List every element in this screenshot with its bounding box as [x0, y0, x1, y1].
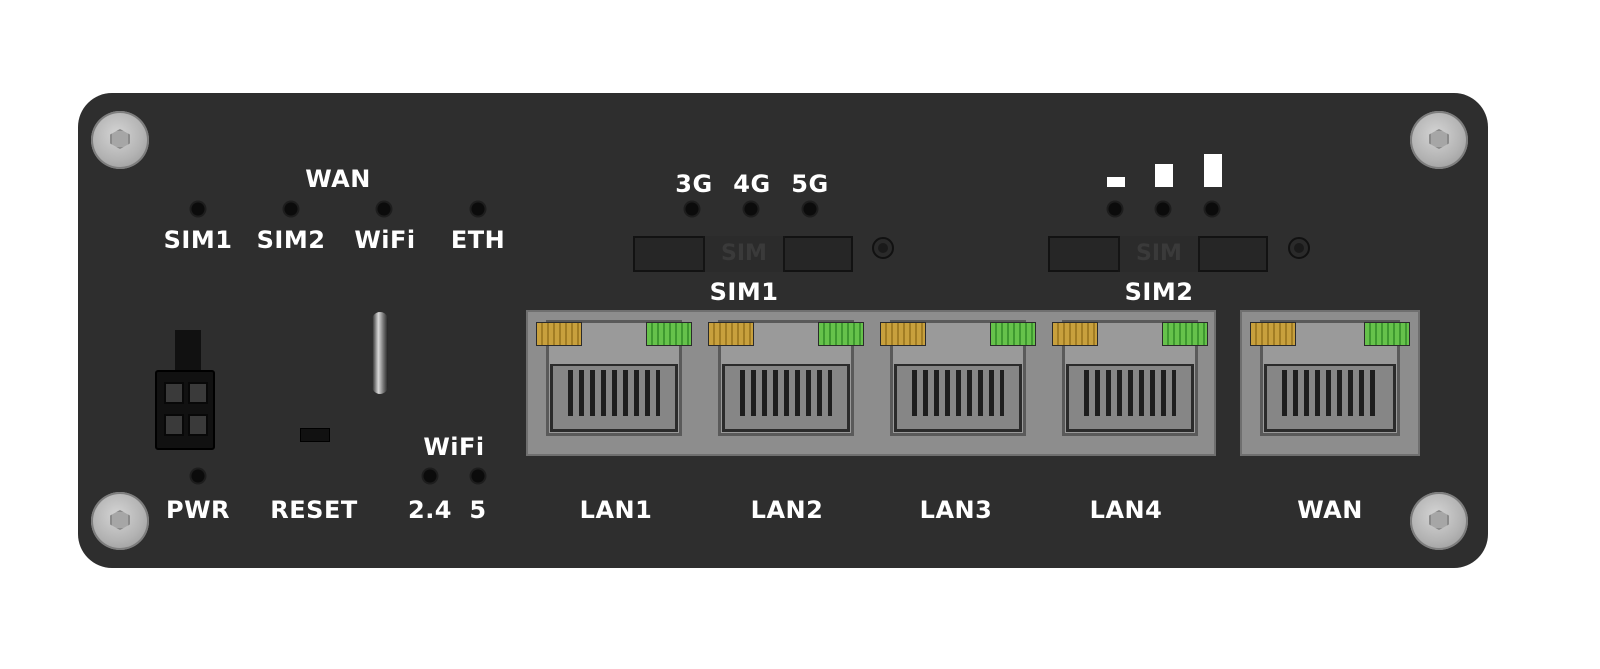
- lan4-port[interactable]: [1044, 312, 1216, 454]
- label-pwr: PWR: [165, 496, 231, 524]
- lan4-link-led: [1162, 322, 1208, 346]
- led-wifi-5: [471, 469, 485, 483]
- sim1-eject-button[interactable]: [872, 237, 894, 259]
- label-wifi-24: 2.4: [407, 496, 453, 524]
- lan-port-block: [526, 310, 1216, 456]
- wan-port[interactable]: [1242, 312, 1418, 454]
- lan3-port[interactable]: [872, 312, 1044, 454]
- label-slot-sim2: SIM2: [1124, 278, 1194, 306]
- signal-strength-high-icon: [1204, 154, 1222, 187]
- led-pwr: [191, 469, 205, 483]
- led-signal-2: [1156, 202, 1170, 216]
- led-signal-1: [1108, 202, 1122, 216]
- screw-top-left: [91, 111, 149, 169]
- led-wifi-24: [423, 469, 437, 483]
- label-3g: 3G: [675, 170, 713, 198]
- sim2-eject-button[interactable]: [1288, 237, 1310, 259]
- lan2-link-led: [818, 322, 864, 346]
- label-lan3: LAN3: [919, 496, 993, 524]
- sim2-slot[interactable]: SIM: [1048, 236, 1268, 272]
- label-lan4: LAN4: [1089, 496, 1163, 524]
- label-reset: RESET: [270, 496, 358, 524]
- screw-bottom-left: [91, 492, 149, 550]
- label-wifi-heading: WiFi: [423, 433, 485, 461]
- led-wifi-wan: [377, 202, 391, 216]
- lan2-port[interactable]: [700, 312, 872, 454]
- wan-status-heading: WAN: [305, 165, 371, 193]
- lan1-activity-led: [536, 322, 582, 346]
- power-connector[interactable]: [155, 330, 215, 450]
- led-signal-3: [1205, 202, 1219, 216]
- label-eth: ETH: [450, 226, 506, 254]
- label-lan2: LAN2: [750, 496, 824, 524]
- led-4g: [744, 202, 758, 216]
- lan1-link-led: [646, 322, 692, 346]
- led-5g: [803, 202, 817, 216]
- label-5g: 5G: [791, 170, 829, 198]
- signal-strength-low-icon: [1107, 177, 1125, 187]
- label-sim2: SIM2: [256, 226, 326, 254]
- lan3-link-led: [990, 322, 1036, 346]
- lan4-activity-led: [1052, 322, 1098, 346]
- label-wan-port: WAN: [1297, 496, 1363, 524]
- screw-bottom-right: [1410, 492, 1468, 550]
- wan-activity-led: [1250, 322, 1296, 346]
- led-eth: [471, 202, 485, 216]
- wan-link-led: [1364, 322, 1410, 346]
- lan1-port[interactable]: [528, 312, 700, 454]
- screw-top-right: [1410, 111, 1468, 169]
- label-lan1: LAN1: [579, 496, 653, 524]
- lan2-activity-led: [708, 322, 754, 346]
- signal-strength-medium-icon: [1155, 164, 1173, 187]
- led-3g: [685, 202, 699, 216]
- wan-port-block: [1240, 310, 1420, 456]
- led-sim2: [284, 202, 298, 216]
- label-slot-sim1: SIM1: [709, 278, 779, 306]
- sim1-slot-emboss: SIM: [721, 241, 767, 266]
- reset-button[interactable]: [300, 428, 330, 442]
- sim2-slot-emboss: SIM: [1136, 241, 1182, 266]
- label-wifi: WiFi: [354, 226, 416, 254]
- label-wifi-5: 5: [469, 496, 487, 524]
- label-sim1: SIM1: [163, 226, 233, 254]
- antenna-connector[interactable]: [372, 312, 388, 394]
- lan3-activity-led: [880, 322, 926, 346]
- led-sim1: [191, 202, 205, 216]
- sim1-slot[interactable]: SIM: [633, 236, 853, 272]
- label-4g: 4G: [733, 170, 771, 198]
